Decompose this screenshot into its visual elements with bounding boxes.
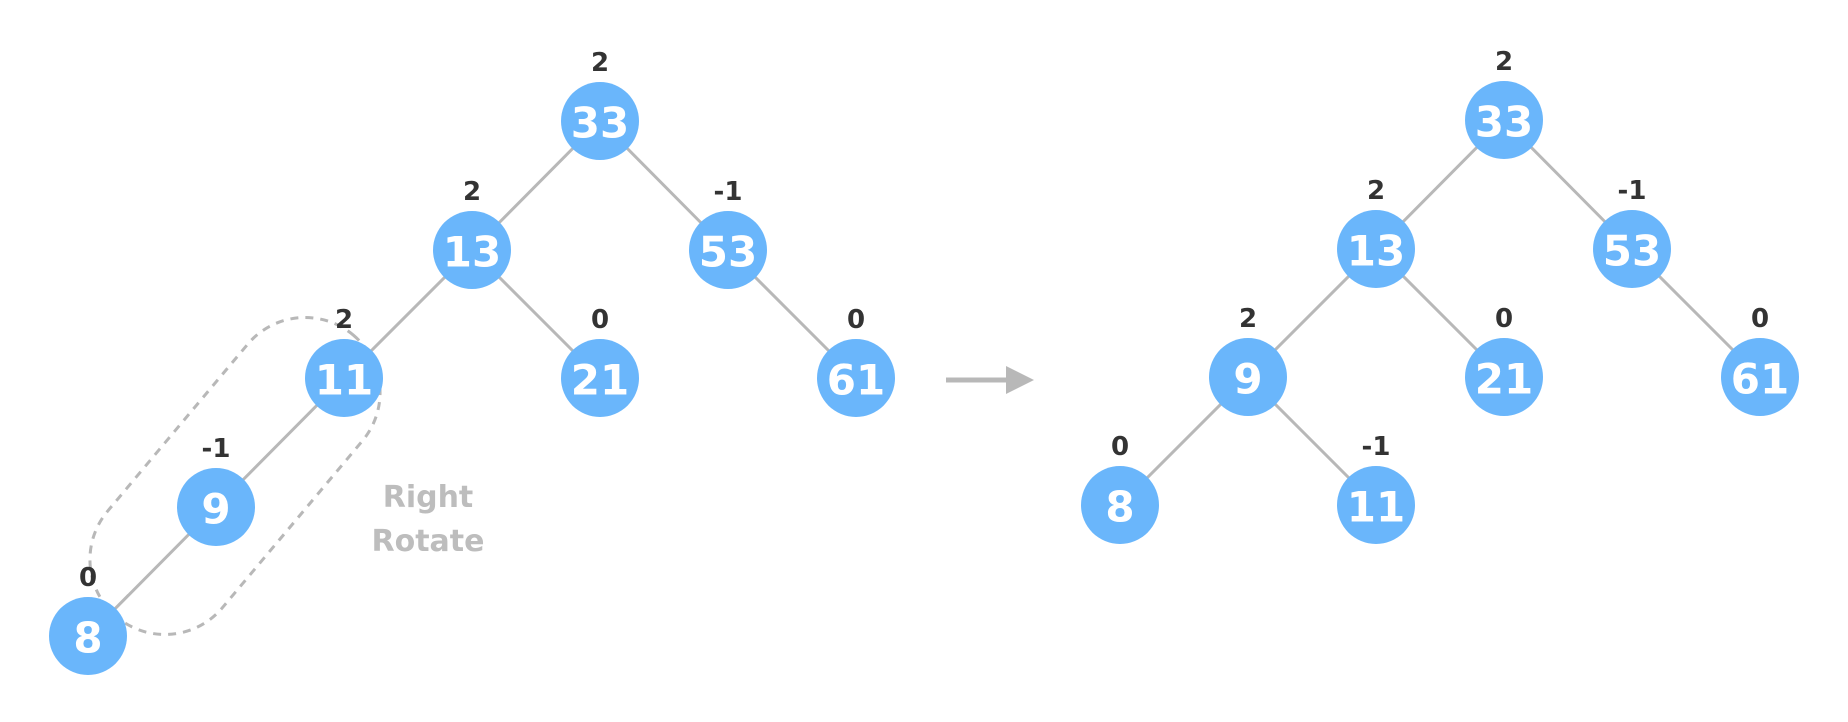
after-node-circle-9 [1209, 338, 1287, 416]
nodes-layer: 33213253-11122106109-18033213253-1922106… [49, 47, 1799, 675]
before-balance-factor-33: 2 [591, 48, 609, 78]
before-balance-factor-11: 2 [335, 305, 353, 335]
after-node-21: 21 0 [1465, 304, 1543, 416]
rotate-label-line2: Rotate [372, 524, 485, 559]
after-balance-factor-9: 2 [1239, 304, 1257, 334]
after-balance-factor-21: 0 [1495, 304, 1513, 334]
after-node-value-21: 21 [1475, 355, 1533, 404]
after-node-circle-53 [1593, 210, 1671, 288]
before-node-value-11: 11 [315, 356, 373, 405]
after-node-33: 33 2 [1465, 47, 1543, 159]
before-node-circle-21 [561, 339, 639, 417]
before-node-53: 53 -1 [689, 177, 767, 289]
before-node-value-8: 8 [73, 614, 102, 663]
after-node-circle-33 [1465, 81, 1543, 159]
transition-arrow [946, 366, 1034, 394]
after-node-circle-21 [1465, 338, 1543, 416]
before-node-8: 80 [49, 563, 127, 675]
rotate-label-line1: Right [383, 480, 474, 515]
after-balance-factor-33: 2 [1495, 47, 1513, 77]
before-balance-factor-13: 2 [463, 177, 481, 207]
before-node-circle-9 [177, 468, 255, 546]
before-node-value-9: 9 [201, 485, 230, 534]
after-node-value-61: 61 [1731, 355, 1789, 404]
after-node-9: 92 [1209, 304, 1287, 416]
after-node-value-11: 11 [1347, 483, 1405, 532]
after-node-11: 11 -1 [1337, 432, 1415, 544]
before-node-value-33: 33 [571, 99, 629, 148]
before-node-61: 61 0 [817, 305, 895, 417]
before-node-value-53: 53 [699, 228, 757, 277]
after-node-value-9: 9 [1233, 355, 1262, 404]
after-node-circle-8 [1081, 466, 1159, 544]
before-node-circle-13 [433, 211, 511, 289]
after-node-circle-61 [1721, 338, 1799, 416]
after-node-61: 61 0 [1721, 304, 1799, 416]
after-balance-factor-53: -1 [1618, 176, 1647, 206]
before-node-value-13: 13 [443, 228, 501, 277]
before-node-circle-61 [817, 339, 895, 417]
before-node-value-21: 21 [571, 356, 629, 405]
before-node-circle-33 [561, 82, 639, 160]
before-balance-factor-53: -1 [714, 177, 743, 207]
before-balance-factor-8: 0 [79, 563, 97, 593]
before-node-circle-8 [49, 597, 127, 675]
before-balance-factor-21: 0 [591, 305, 609, 335]
after-node-value-13: 13 [1347, 227, 1405, 276]
before-node-value-61: 61 [827, 356, 885, 405]
before-node-13: 13 2 [433, 177, 511, 289]
before-balance-factor-61: 0 [847, 305, 865, 335]
after-node-circle-13 [1337, 210, 1415, 288]
after-node-53: 53 -1 [1593, 176, 1671, 288]
before-node-21: 21 0 [561, 305, 639, 417]
after-balance-factor-61: 0 [1751, 304, 1769, 334]
after-node-value-33: 33 [1475, 98, 1533, 147]
before-node-33: 33 2 [561, 48, 639, 160]
after-balance-factor-13: 2 [1367, 176, 1385, 206]
after-balance-factor-8: 0 [1111, 432, 1129, 462]
before-balance-factor-9: -1 [202, 434, 231, 464]
before-node-circle-53 [689, 211, 767, 289]
before-node-9: 9 -1 [177, 434, 255, 546]
before-node-11: 11 2 [305, 305, 383, 417]
after-node-circle-11 [1337, 466, 1415, 544]
after-node-value-53: 53 [1603, 227, 1661, 276]
after-node-value-8: 8 [1105, 483, 1134, 532]
transition-arrow-head [1006, 366, 1034, 394]
before-node-circle-11 [305, 339, 383, 417]
after-node-13: 13 2 [1337, 176, 1415, 288]
after-node-8: 80 [1081, 432, 1159, 544]
after-balance-factor-11: -1 [1362, 432, 1391, 462]
